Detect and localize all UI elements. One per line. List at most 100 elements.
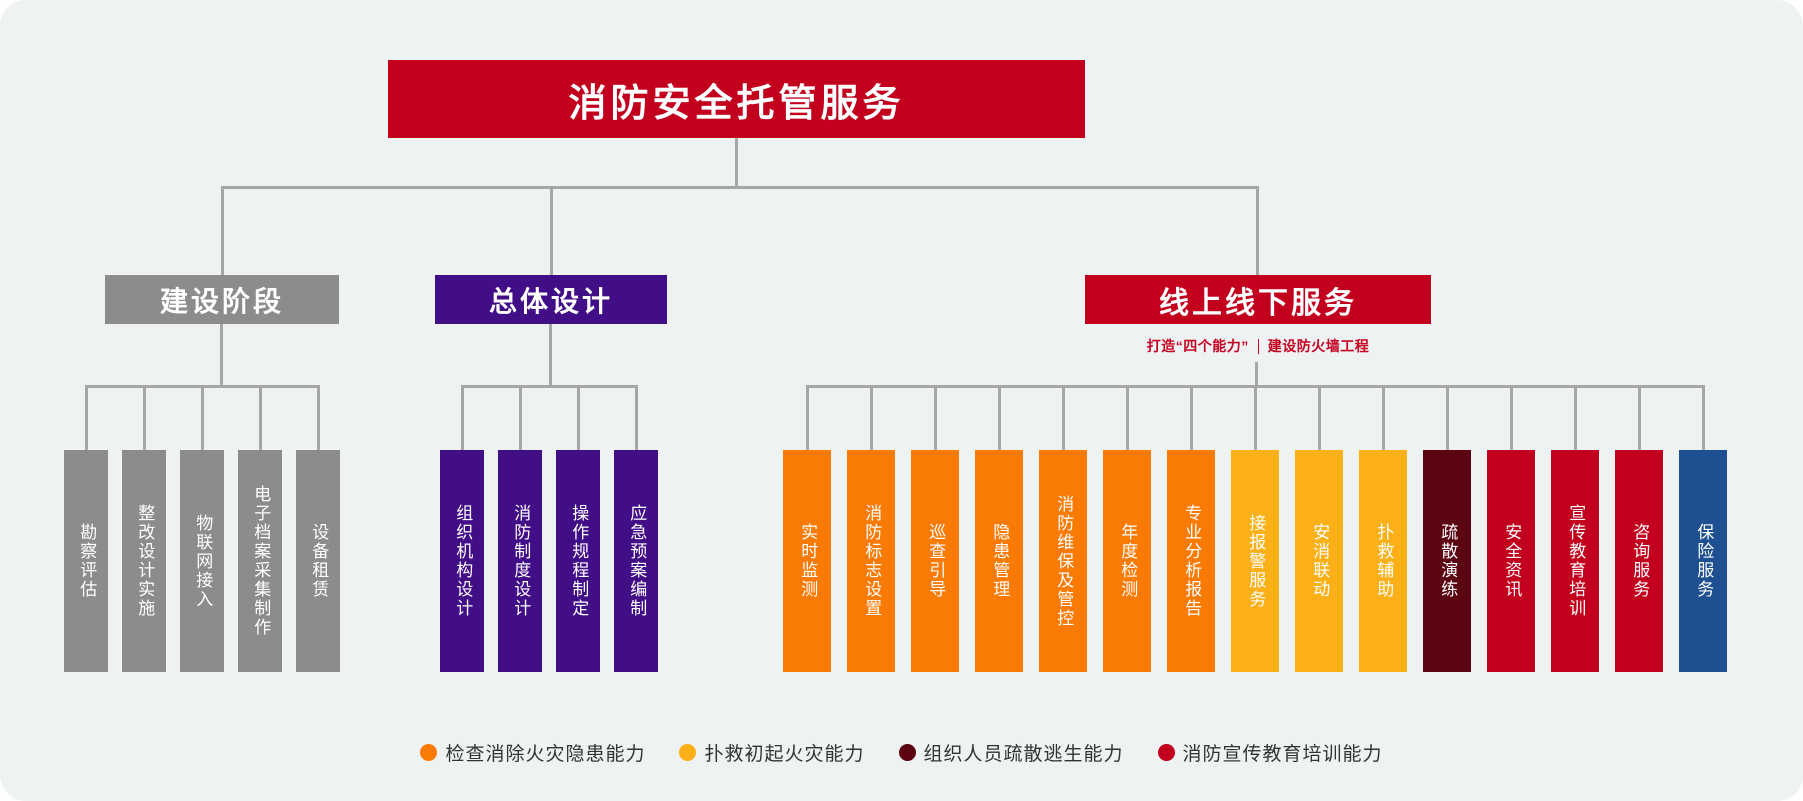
leaf-bar-online-offline-service-6[interactable]: 专业分析报告 bbox=[1167, 450, 1215, 672]
legend-label: 组织人员疏散逃生能力 bbox=[923, 743, 1124, 765]
connector-drop-online-offline-service-12 bbox=[1574, 385, 1577, 450]
legend-label: 消防宣传教育培训能力 bbox=[1182, 743, 1383, 765]
leaf-bar-construction-3[interactable]: 电子档案采集制作 bbox=[238, 450, 282, 672]
leaf-bar-label: 操作规程制定 bbox=[569, 504, 589, 618]
connector-drop-construction-4 bbox=[317, 385, 320, 450]
leaf-bar-label: 安全资讯 bbox=[1502, 523, 1522, 599]
branch-header-overall-design[interactable]: 总体设计 bbox=[435, 275, 667, 324]
legend-label: 检查消除火灾隐患能力 bbox=[445, 743, 646, 765]
leaf-bar-label: 保险服务 bbox=[1694, 523, 1714, 599]
leaf-bar-label: 专业分析报告 bbox=[1182, 504, 1202, 618]
connector-drop-online-offline-service-2 bbox=[934, 385, 937, 450]
leaf-bar-online-offline-service-0[interactable]: 实时监测 bbox=[783, 450, 831, 672]
leaf-bar-label: 消防维保及管控 bbox=[1054, 494, 1074, 628]
leaf-bar-label: 安消联动 bbox=[1310, 523, 1330, 599]
leaf-bar-overall-design-3[interactable]: 应急预案编制 bbox=[614, 450, 658, 672]
leaf-bar-label: 巡查引导 bbox=[926, 523, 946, 599]
service-subtitle-left: 打造“四个能力” bbox=[1146, 338, 1249, 354]
leaf-bar-online-offline-service-7[interactable]: 接报警服务 bbox=[1231, 450, 1279, 672]
root-node-label: 消防安全托管服务 bbox=[568, 82, 905, 125]
connector-drop-construction-3 bbox=[259, 385, 262, 450]
connector-drop-online-offline-service-11 bbox=[1510, 385, 1513, 450]
legend-dot-icon bbox=[420, 743, 438, 761]
branch-header-construction[interactable]: 建设阶段 bbox=[105, 275, 339, 324]
leaf-bar-online-offline-service-8[interactable]: 安消联动 bbox=[1295, 450, 1343, 672]
leaf-bar-label: 隐患管理 bbox=[990, 523, 1010, 599]
leaf-bar-label: 咨询服务 bbox=[1630, 523, 1650, 599]
leaf-bar-label: 宣传教育培训 bbox=[1566, 504, 1586, 618]
connector-stem-overall-design bbox=[549, 324, 552, 385]
connector-drop-overall-design-2 bbox=[577, 385, 580, 450]
leaf-bar-label: 组织机构设计 bbox=[453, 504, 473, 618]
leaf-bar-overall-design-1[interactable]: 消防制度设计 bbox=[498, 450, 542, 672]
leaf-bar-online-offline-service-5[interactable]: 年度检测 bbox=[1103, 450, 1151, 672]
leaf-bar-online-offline-service-9[interactable]: 扑救辅助 bbox=[1359, 450, 1407, 672]
leaf-bar-construction-1[interactable]: 整改设计实施 bbox=[122, 450, 166, 672]
connector-root-stem bbox=[735, 138, 738, 186]
leaf-bar-label: 设备租赁 bbox=[309, 523, 329, 599]
leaf-bar-online-offline-service-12[interactable]: 宣传教育培训 bbox=[1551, 450, 1599, 672]
connector-drop-online-offline-service-14 bbox=[1702, 385, 1705, 450]
branch-header-overall-design-label: 总体设计 bbox=[488, 285, 613, 317]
leaf-bar-online-offline-service-11[interactable]: 安全资讯 bbox=[1487, 450, 1535, 672]
legend: 检查消除火灾隐患能力 扑救初起火灾能力 组织人员疏散逃生能力 消防宣传教育培训能力 bbox=[0, 735, 1803, 769]
connector-drop-online-offline-service-13 bbox=[1638, 385, 1641, 450]
leaf-bar-overall-design-2[interactable]: 操作规程制定 bbox=[556, 450, 600, 672]
connector-drop-online-offline-service-0 bbox=[806, 385, 809, 450]
connector-drop-construction-1 bbox=[143, 385, 146, 450]
leaf-bar-online-offline-service-10[interactable]: 疏散演练 bbox=[1423, 450, 1471, 672]
branch-header-service-label: 线上线下服务 bbox=[1159, 286, 1357, 320]
connector-drop-construction-0 bbox=[85, 385, 88, 450]
service-subtitle-right: 建设防火墙工程 bbox=[1267, 338, 1370, 354]
connector-drop-online-offline-service-5 bbox=[1126, 385, 1129, 450]
leaf-bar-online-offline-service-4[interactable]: 消防维保及管控 bbox=[1039, 450, 1087, 672]
leaf-bar-label: 疏散演练 bbox=[1438, 523, 1458, 599]
leaf-bar-label: 接报警服务 bbox=[1246, 513, 1266, 609]
leaf-bar-overall-design-0[interactable]: 组织机构设计 bbox=[440, 450, 484, 672]
connector-drop-online-offline-service-3 bbox=[998, 385, 1001, 450]
leaf-bar-label: 消防标志设置 bbox=[862, 504, 882, 618]
root-node-fire-safety-service[interactable]: 消防安全托管服务 bbox=[388, 60, 1085, 138]
leaf-bar-construction-2[interactable]: 物联网接入 bbox=[180, 450, 224, 672]
legend-item-2: 组织人员疏散逃生能力 bbox=[898, 739, 1124, 766]
leaf-bar-label: 电子档案采集制作 bbox=[251, 485, 271, 637]
leaf-bar-construction-0[interactable]: 勘察评估 bbox=[64, 450, 108, 672]
connector-drop-overall-design-0 bbox=[461, 385, 464, 450]
legend-dot-icon bbox=[679, 743, 697, 761]
leaf-bar-online-offline-service-3[interactable]: 隐患管理 bbox=[975, 450, 1023, 672]
leaf-bar-construction-4[interactable]: 设备租赁 bbox=[296, 450, 340, 672]
leaf-bar-label: 扑救辅助 bbox=[1374, 523, 1394, 599]
leaf-bar-online-offline-service-2[interactable]: 巡查引导 bbox=[911, 450, 959, 672]
leaf-bar-online-offline-service-1[interactable]: 消防标志设置 bbox=[847, 450, 895, 672]
service-subtitle-divider bbox=[1257, 338, 1259, 354]
connector-drop-overall-design-1 bbox=[519, 385, 522, 450]
legend-dot-icon bbox=[1157, 743, 1175, 761]
leaf-bar-label: 勘察评估 bbox=[77, 523, 97, 599]
legend-item-1: 扑救初起火灾能力 bbox=[679, 739, 864, 766]
leaf-bar-label: 物联网接入 bbox=[193, 513, 213, 609]
service-subtitle: 打造“四个能力” 建设防火墙工程 bbox=[1085, 335, 1431, 357]
leaf-bar-label: 整改设计实施 bbox=[135, 504, 155, 618]
connector-drop-overall-design-3 bbox=[635, 385, 638, 450]
connector-drop-online-offline-service-4 bbox=[1062, 385, 1065, 450]
connector-bus-overall-design bbox=[462, 385, 636, 388]
connector-to-overall-design bbox=[550, 186, 553, 275]
branch-header-construction-label: 建设阶段 bbox=[159, 285, 284, 317]
leaf-bar-label: 年度检测 bbox=[1118, 523, 1138, 599]
legend-dot-icon bbox=[898, 743, 916, 761]
connector-stem-online-offline-service bbox=[1255, 362, 1258, 385]
connector-to-service bbox=[1256, 186, 1259, 275]
connector-drop-online-offline-service-6 bbox=[1190, 385, 1193, 450]
legend-item-0: 检查消除火灾隐患能力 bbox=[420, 739, 645, 766]
leaf-bar-label: 消防制度设计 bbox=[511, 504, 531, 618]
legend-label: 扑救初起火灾能力 bbox=[704, 743, 865, 765]
connector-drop-online-offline-service-1 bbox=[870, 385, 873, 450]
leaf-bar-online-offline-service-14[interactable]: 保险服务 bbox=[1679, 450, 1727, 672]
connector-to-construction bbox=[221, 186, 224, 275]
branch-header-online-offline-service[interactable]: 线上线下服务 bbox=[1085, 275, 1431, 324]
connector-drop-online-offline-service-8 bbox=[1318, 385, 1321, 450]
connector-stem-construction bbox=[220, 324, 223, 385]
connector-drop-construction-2 bbox=[201, 385, 204, 450]
leaf-bar-online-offline-service-13[interactable]: 咨询服务 bbox=[1615, 450, 1663, 672]
